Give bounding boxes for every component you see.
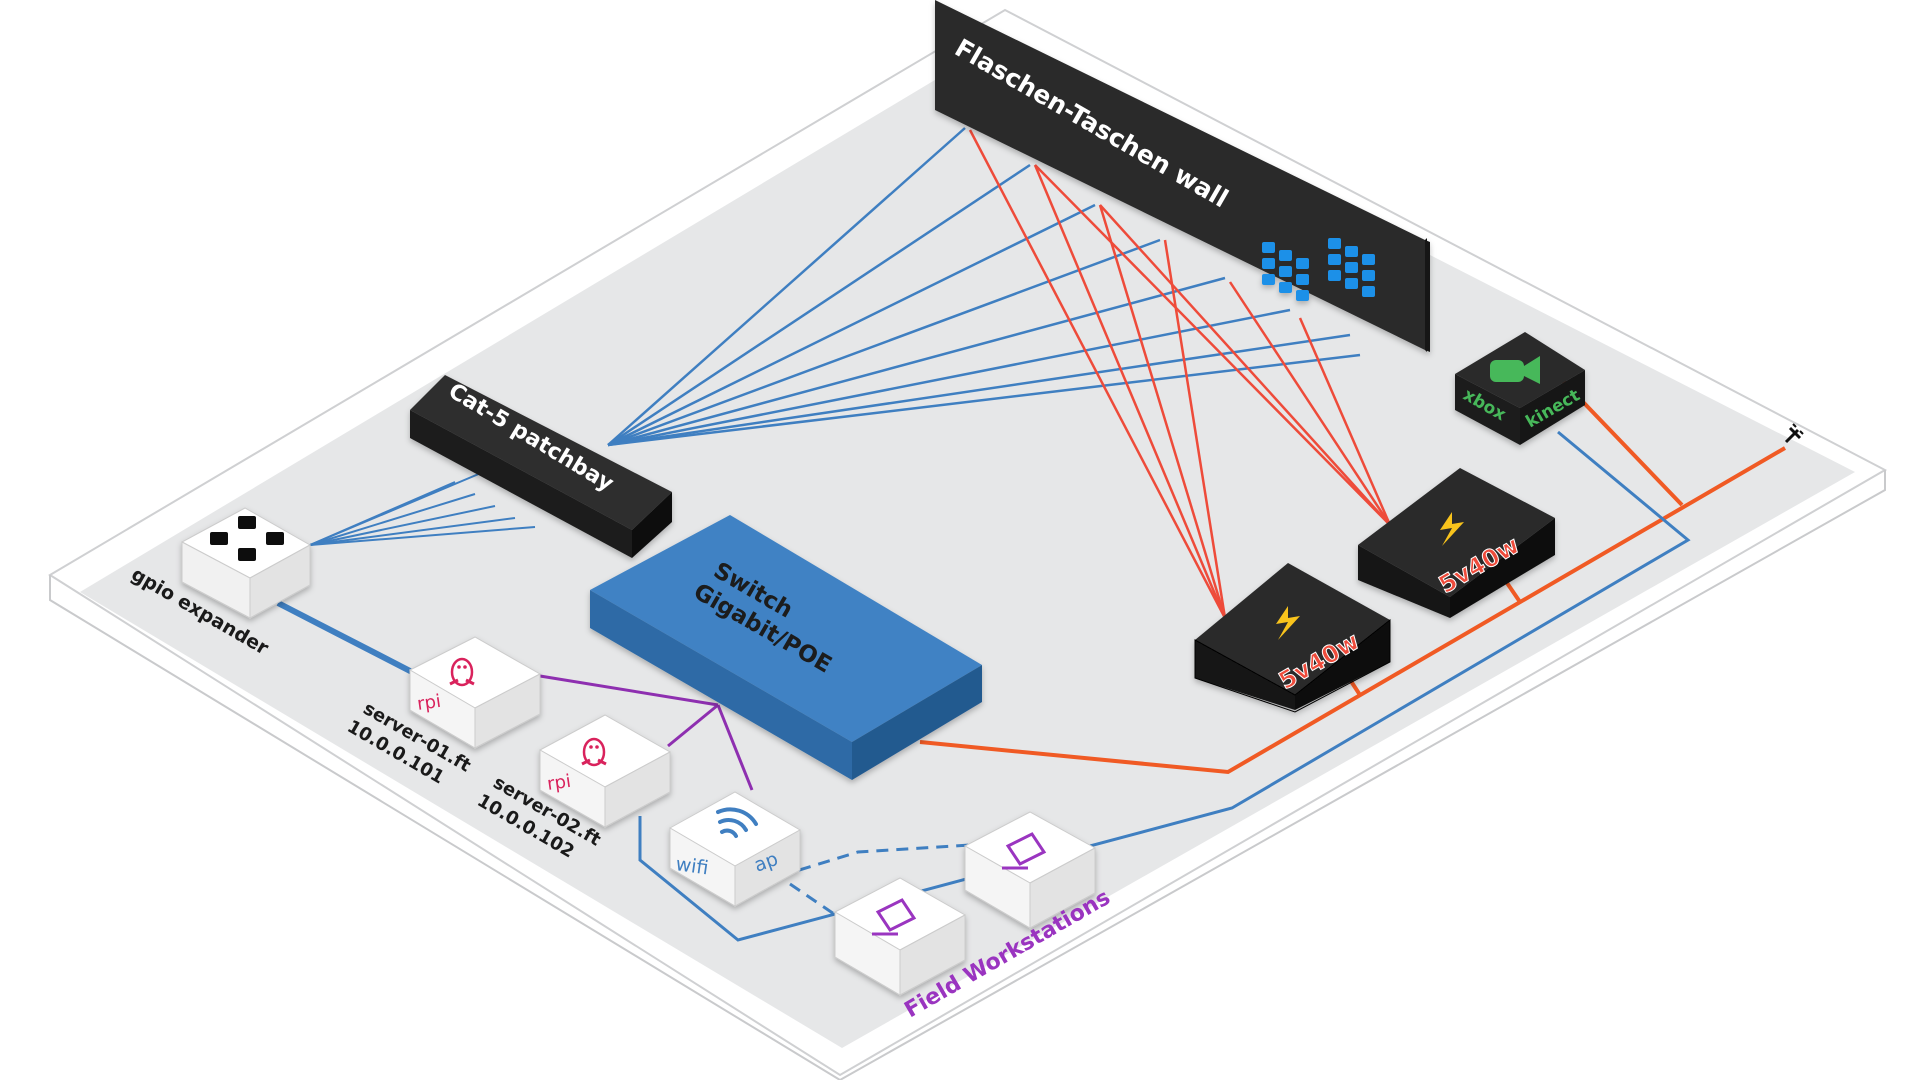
wifi-ap: wifi ap — [668, 791, 802, 907]
ethernet-fan-wall — [607, 127, 1361, 447]
server-02: rpi — [538, 714, 672, 828]
lightning-bolt-icon — [1276, 606, 1300, 640]
power-lines-wall — [968, 129, 1392, 619]
linux-penguin-icon — [581, 737, 607, 767]
ethernet-fan-gpio — [309, 464, 536, 546]
camera-icon — [1490, 356, 1540, 384]
floor-platform — [48, 8, 1888, 1080]
chip-icon — [210, 516, 284, 561]
switch-gigabit-poe: Switch Gigabit/POE — [590, 515, 982, 780]
workstation-2 — [963, 811, 1097, 929]
wifi-signal-icon — [716, 807, 758, 838]
workstation-1 — [833, 877, 967, 996]
plug-icon — [1784, 423, 1804, 444]
linux-penguin-icon — [449, 657, 475, 687]
ethernet-gpio-server — [276, 600, 414, 675]
led-matrix-icon-2 — [1328, 238, 1375, 297]
wifi-label: wifi — [674, 853, 710, 879]
gpio-expander — [180, 507, 312, 619]
wifi-links — [779, 843, 971, 920]
lightning-bolt-icon — [1440, 512, 1464, 546]
laptop-icon — [1002, 832, 1047, 870]
server-02-badge: rpi — [546, 771, 573, 795]
server-01: rpi — [408, 636, 542, 749]
server-01-badge: rpi — [416, 691, 443, 715]
switch-links — [539, 674, 754, 791]
laptop-icon — [872, 898, 917, 936]
led-matrix-icon-1 — [1262, 242, 1309, 301]
